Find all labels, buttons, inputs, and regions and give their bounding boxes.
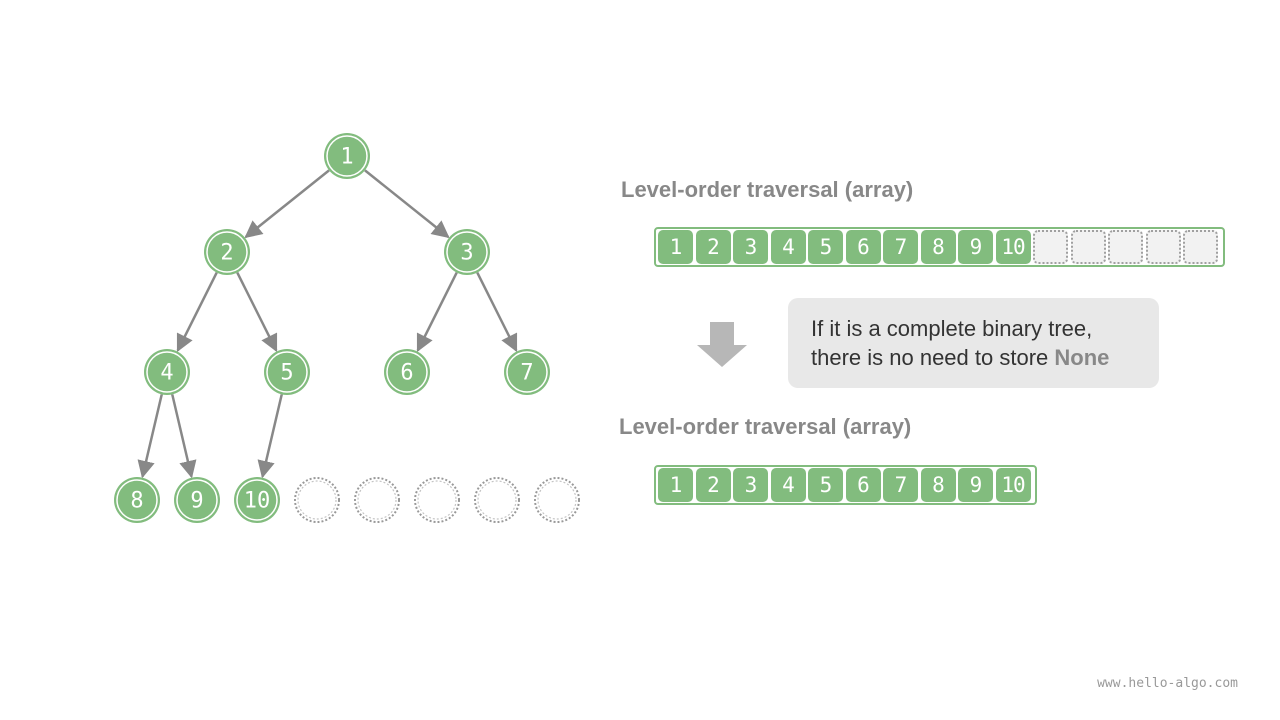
tree-edge	[236, 272, 278, 353]
array-cell: 8	[920, 230, 956, 264]
array-cell: 3	[733, 468, 768, 502]
array-cell: 1	[658, 468, 693, 502]
note-line-1: If it is a complete binary tree,	[811, 316, 1093, 341]
tree-node: 1	[324, 133, 370, 179]
tree-edge	[137, 394, 163, 479]
note-line-2: there is no need to store None	[811, 343, 1159, 372]
array-cell: 8	[920, 468, 956, 502]
tree-edge	[364, 169, 450, 239]
array-cell: 2	[695, 468, 731, 502]
empty-tree-slot	[474, 477, 520, 523]
tree-edge	[171, 394, 197, 479]
array-cell: 7	[883, 230, 918, 264]
array-cell: 10	[995, 468, 1031, 502]
tree-edge	[176, 272, 218, 353]
array-cell: 4	[770, 468, 806, 502]
note-line-2-text: there is no need to store	[811, 345, 1055, 370]
tree-edge	[416, 272, 458, 353]
tree-edge	[257, 394, 283, 479]
array-cell: 9	[958, 230, 993, 264]
tree-node-label: 3	[460, 241, 473, 266]
tree-node-label: 7	[520, 361, 533, 386]
array-cell: 7	[883, 468, 918, 502]
empty-tree-slot	[414, 477, 460, 523]
tree-node-label: 2	[220, 241, 233, 266]
empty-tree-slot	[294, 477, 340, 523]
array-cell: 2	[695, 230, 731, 264]
tree-node-label: 6	[400, 361, 413, 386]
array-cell: 6	[845, 468, 881, 502]
array-cell-empty	[1183, 230, 1218, 264]
tree-node-label: 9	[190, 489, 203, 514]
tree-node: 7	[504, 349, 550, 395]
tree-node: 6	[384, 349, 430, 395]
array-cell-empty	[1070, 230, 1106, 264]
tree-node-label: 5	[280, 361, 293, 386]
tree-node: 9	[174, 477, 220, 523]
down-arrow-icon	[697, 322, 747, 367]
tree-node: 3	[444, 229, 490, 275]
array-cell: 5	[808, 230, 843, 264]
array-cell-empty	[1145, 230, 1181, 264]
tree-node: 2	[204, 229, 250, 275]
array-title-bottom: Level-order traversal (array)	[619, 414, 912, 439]
array-title-top: Level-order traversal (array)	[621, 177, 914, 202]
array-cell: 5	[808, 468, 843, 502]
tree-node: 5	[264, 349, 310, 395]
array-cell: 4	[770, 230, 806, 264]
array-cell-empty	[1033, 230, 1068, 264]
tree-edge	[476, 272, 518, 353]
tree-node: 8	[114, 477, 160, 523]
empty-tree-slot	[534, 477, 580, 523]
tree-node-label: 8	[130, 489, 143, 514]
empty-tree-slot	[354, 477, 400, 523]
watermark: www.hello-algo.com	[1097, 676, 1238, 691]
array-cell: 10	[995, 230, 1031, 264]
array-cell: 9	[958, 468, 993, 502]
note-none-highlight: None	[1054, 345, 1110, 370]
array-cell-empty	[1108, 230, 1143, 264]
tree-node: 10	[234, 477, 280, 523]
tree-node-label: 4	[160, 361, 173, 386]
array-cell: 1	[658, 230, 693, 264]
tree-node-label: 1	[340, 145, 353, 170]
array-cell: 3	[733, 230, 768, 264]
complete-tree-note: If it is a complete binary tree, there i…	[788, 298, 1159, 388]
tree-node: 4	[144, 349, 190, 395]
array-cell: 6	[845, 230, 881, 264]
tree-node-label: 10	[244, 489, 271, 514]
tree-edge	[244, 169, 330, 239]
